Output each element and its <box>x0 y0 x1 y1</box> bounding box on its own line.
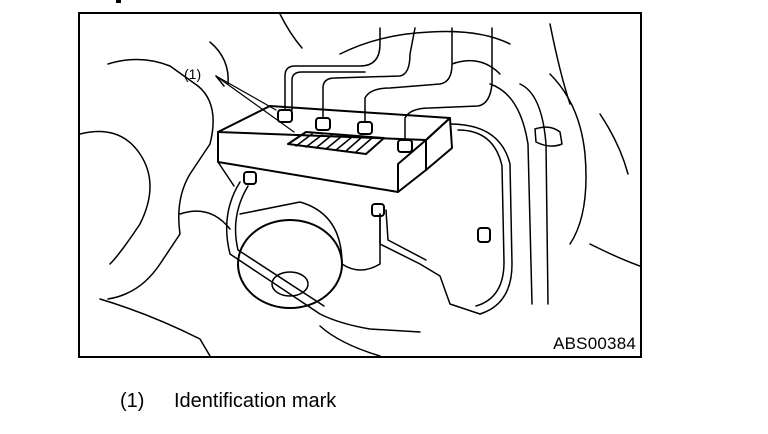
figure-code: ABS00384 <box>553 334 636 353</box>
identification-mark-label <box>287 131 385 155</box>
page-edge-mark <box>116 0 121 3</box>
callout-label: (1) <box>184 66 202 82</box>
legend-item: (1) Identification mark <box>120 390 336 413</box>
legend-item-number: (1) <box>120 390 145 412</box>
abs-unit-illustration <box>80 14 640 356</box>
figure-panel: (1) ABS00384 <box>78 12 642 358</box>
legend-item-text: Identification mark <box>174 390 337 412</box>
